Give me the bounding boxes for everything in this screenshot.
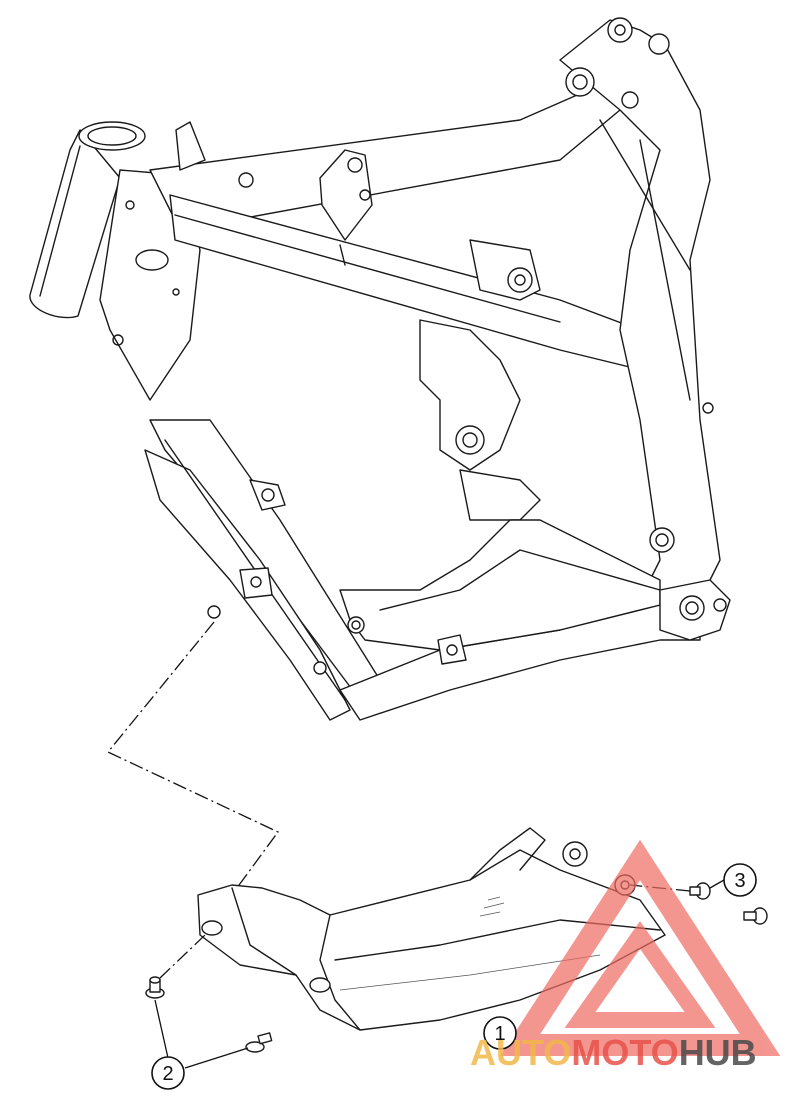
- callout-2-label: 2: [162, 1063, 173, 1085]
- bolt-2a: [145, 976, 165, 999]
- callout-1: 1: [483, 1016, 517, 1050]
- assembly-dash-line: [106, 621, 279, 931]
- callout-1-label: 1: [494, 1023, 505, 1045]
- callout-3: 3: [723, 863, 757, 897]
- watermark-triangle: [499, 839, 781, 1056]
- watermark-hub: HUB: [679, 1032, 757, 1073]
- bolt-2b: [245, 1032, 273, 1053]
- motorcycle-frame: [29, 17, 731, 721]
- bolt-3a: [689, 882, 711, 900]
- callout-2: 2: [151, 1056, 185, 1090]
- bolt-3b: [743, 907, 768, 925]
- watermark-auto: AUTO: [470, 1032, 571, 1073]
- callout-3-leader: [709, 879, 725, 889]
- callout-3-label: 3: [734, 870, 745, 892]
- callout-2-leader: [154, 999, 249, 1069]
- watermark-text: AUTOMOTOHUB: [470, 1032, 757, 1073]
- bolt-2a-dash-line: [159, 934, 206, 979]
- watermark-moto: MOTO: [571, 1032, 678, 1073]
